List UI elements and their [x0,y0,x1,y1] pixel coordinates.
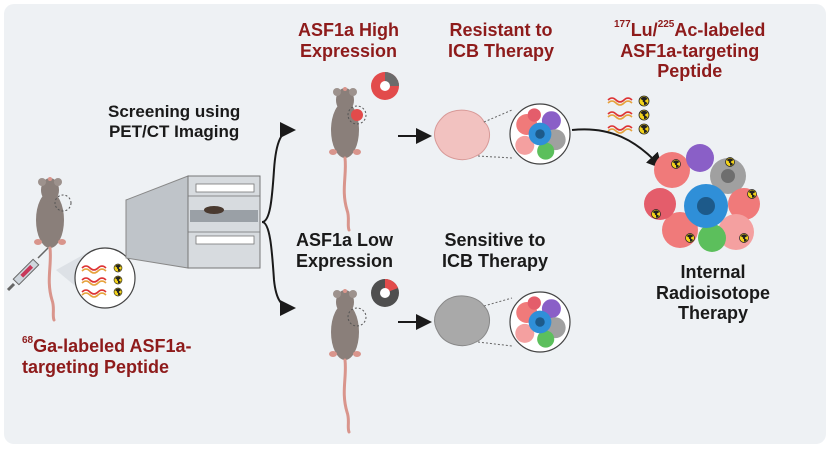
internal-therapy-label: Internal Radioisotope Therapy [656,262,770,324]
asf1a-low-line2: Expression [296,250,394,271]
arrow-to-therapy [571,128,663,169]
sensitive-label: Sensitive to ICB Therapy [442,230,548,271]
resistant-tumor [434,109,491,161]
treated-tumor-cluster [644,144,760,252]
resistant-line1: Resistant to [449,20,553,40]
high-tumor-spot [351,109,363,121]
therapy-peptide-line3: Peptide [657,61,723,82]
high-expression-indicator [371,72,399,100]
lu-symbol: Lu/ [630,20,658,40]
screening-line1: Screening using [108,102,241,121]
background-panel [4,4,826,444]
asf1a-low-line1: ASF1a Low [296,230,394,250]
internal-line1: Internal [680,262,746,282]
screening-label: Screening using PET/CT Imaging [108,102,240,141]
ga-mass-number: 68 [22,335,34,346]
lu-mass-number: 177 [614,19,631,30]
ga-line1: Ga-labeled ASF1a- [33,336,192,356]
tumor-site-marker [54,194,72,212]
ac-labeled-text: Ac-labeled [674,20,766,40]
ga-peptide-label: 68Ga-labeled ASF1a- targeting Peptide [22,335,192,377]
radiation-icon [113,263,123,273]
sensitive-line1: Sensitive to [444,230,546,250]
resistant-label: Resistant to ICB Therapy [448,20,554,61]
sensitive-line2: ICB Therapy [442,250,549,271]
branch-arrow-high [261,122,296,223]
internal-line2: Radioisotope [656,282,771,303]
asf1a-high-line1: ASF1a High [298,20,400,40]
therapy-peptide-label: 177Lu/225Ac-labeled ASF1a-targeting Pept… [614,19,766,82]
ac-mass-number: 225 [657,19,675,30]
pet-ct-scanner [125,175,261,269]
sensitive-tumor [434,295,491,347]
syringe-icon [6,247,49,292]
low-expression-indicator [371,279,399,307]
resistant-line2: ICB Therapy [448,40,555,61]
branch-arrow-low [261,221,296,316]
screening-line2: PET/CT Imaging [108,121,240,141]
asf1a-high-label: ASF1a High Expression [298,20,399,61]
ga-line2: targeting Peptide [22,356,170,377]
asf1a-low-label: ASF1a Low Expression [296,230,393,271]
therapy-peptide-line2: ASF1a-targeting [620,40,760,61]
internal-line3: Therapy [677,303,749,324]
ga-line1-wrap: 68Ga-labeled ASF1a- [22,335,192,357]
therapy-peptide-line1: 177Lu/225Ac-labeled [614,19,766,41]
asf1a-high-line2: Expression [299,40,398,61]
